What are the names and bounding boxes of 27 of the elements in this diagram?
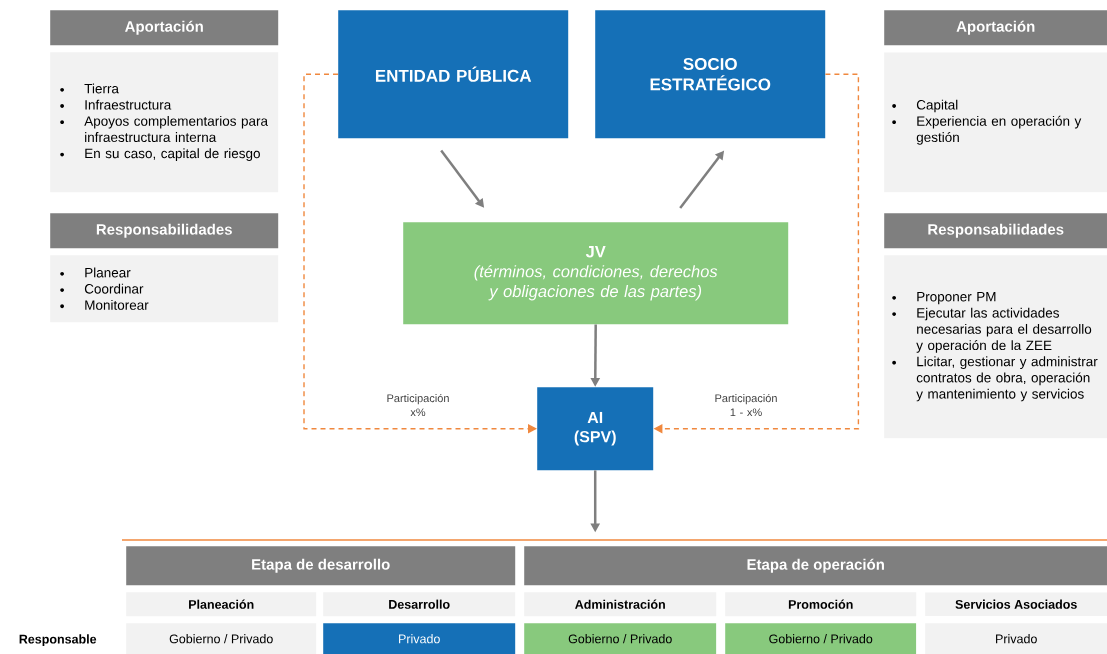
table-header-cell: Promoción [725, 592, 917, 617]
stage-header-band: Etapa de desarrollo [126, 546, 516, 586]
table-header-cell: Servicios Asociados [925, 592, 1107, 617]
table-cell: Gobierno / Privado [126, 623, 317, 654]
heading-band: Aportación [50, 10, 279, 46]
entity-box: SOCIO ESTRATÉGICO [595, 10, 826, 139]
bullet-list-box: Planear Coordinar Monitorear [50, 255, 279, 323]
bullet-list-box: Tierra Infraestructura Apoyos complementarios para infraestructura interna En su caso, capital de riesgo [50, 52, 279, 193]
table-header-cell: Planeación [126, 592, 317, 617]
heading-band: Responsabilidades [884, 213, 1107, 249]
table-header-cell: Desarrollo [323, 592, 516, 617]
heading-band: Aportación [884, 10, 1107, 46]
vehicle-box: AI (SPV) [537, 387, 654, 471]
bullet-list-box: Proponer PM Ejecutar las actividades necesarias para el desarrollo y operación de la ZEE Licitar, gestionar y administrar contratos de obra, operación y mantenimiento y servicios [884, 255, 1107, 439]
row-label: Responsable [19, 634, 97, 647]
table-cell: Gobierno / Privado [725, 623, 917, 654]
table-cell: Gobierno / Privado [524, 623, 717, 654]
table-header-cell: Administración [524, 592, 717, 617]
table-cell: Privado [323, 623, 516, 654]
entity-box: ENTIDAD PÚBLICA [338, 10, 569, 139]
edge-label: Participación x% [377, 392, 459, 418]
edge-label: Participación 1 - x% [705, 392, 787, 418]
bullet-list-box: Capital Experiencia en operación y gestión [884, 52, 1107, 193]
table-cell: Privado [925, 623, 1107, 654]
stage-header-band: Etapa de operación [524, 546, 1107, 586]
heading-band: Responsabilidades [50, 213, 279, 249]
joint-venture-box: JV (términos, condiciones, derechos y obligaciones de las partes) [403, 222, 789, 325]
